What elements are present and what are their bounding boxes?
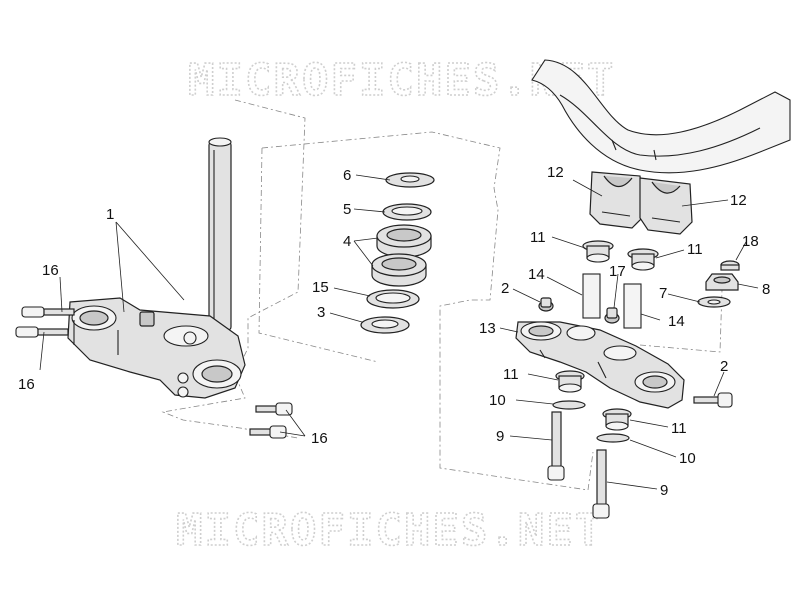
callout-5: 5 xyxy=(343,201,351,218)
callout-4: 4 xyxy=(343,233,351,250)
spacer-14-right xyxy=(623,283,642,329)
bushing-11-lower-left xyxy=(555,370,585,393)
bolt-2-right xyxy=(693,392,733,408)
steering-stem xyxy=(208,137,232,331)
assembly-outline-right xyxy=(639,289,723,353)
washer-3 xyxy=(360,316,410,334)
callout-3: 3 xyxy=(317,304,325,321)
bolt-9-left xyxy=(547,411,565,481)
cap-2-left xyxy=(538,297,554,312)
seal-5 xyxy=(382,203,432,221)
callout-13: 13 xyxy=(479,320,496,337)
callout-8: 8 xyxy=(762,281,770,298)
callout-6: 6 xyxy=(343,167,351,184)
assembly-outline-center-b xyxy=(258,147,379,363)
callout-11-top-right: 11 xyxy=(687,241,703,258)
nut-8 xyxy=(705,273,739,291)
washer-6 xyxy=(385,172,435,188)
callout-10-right: 10 xyxy=(679,450,696,467)
handlebar xyxy=(531,59,791,174)
callout-18: 18 xyxy=(742,233,759,250)
bearing-4-upper xyxy=(376,224,432,258)
callout-14-left: 14 xyxy=(528,266,545,283)
callout-10-left: 10 xyxy=(489,392,506,409)
callout-2-left: 2 xyxy=(501,280,509,297)
washer-10-right xyxy=(596,433,630,443)
handlebar-clamp-left xyxy=(589,171,645,229)
callout-16-right: 16 xyxy=(311,430,328,447)
watermark-bottom: MICROFICHES.NET xyxy=(176,505,603,556)
lower-triple-clamp xyxy=(67,297,246,399)
bolt-9-right xyxy=(592,449,610,519)
bolts-16-left xyxy=(15,306,75,338)
assembly-outline-center xyxy=(261,131,594,491)
bolts-16-right xyxy=(249,402,293,439)
spacer-14-left xyxy=(582,273,601,319)
callout-labels: 1 16 16 16 6 5 4 15 3 12 12 11 11 18 14 … xyxy=(18,164,770,499)
callout-1: 1 xyxy=(106,206,114,223)
callout-9-left: 9 xyxy=(496,428,504,445)
bushing-11-lower-right xyxy=(602,408,632,431)
callout-12-left: 12 xyxy=(547,164,564,181)
cap-18 xyxy=(720,260,740,271)
washer-7 xyxy=(697,296,731,308)
washer-10-left xyxy=(552,400,586,410)
callout-14-right: 14 xyxy=(668,313,685,330)
callout-11-lower-right: 11 xyxy=(671,420,687,437)
callout-16-top: 16 xyxy=(42,262,59,279)
bearing-4-lower xyxy=(371,253,427,287)
callout-2-right: 2 xyxy=(720,358,728,375)
callout-9-right: 9 xyxy=(660,482,668,499)
callout-15: 15 xyxy=(312,279,329,296)
leader-lines xyxy=(39,174,759,490)
upper-triple-clamp xyxy=(515,321,685,409)
callout-17: 17 xyxy=(609,263,626,280)
cap-17 xyxy=(604,307,620,324)
handlebar-clamp-right xyxy=(639,177,693,235)
seal-15 xyxy=(366,289,420,309)
callout-11-lower-left: 11 xyxy=(503,366,519,383)
callout-16-bottom: 16 xyxy=(18,376,35,393)
bushing-11-top-left xyxy=(582,240,614,263)
callout-12-right: 12 xyxy=(730,192,747,209)
callout-11-top-left: 11 xyxy=(530,229,546,246)
bushing-11-top-right xyxy=(627,248,659,271)
callout-7: 7 xyxy=(659,285,667,302)
